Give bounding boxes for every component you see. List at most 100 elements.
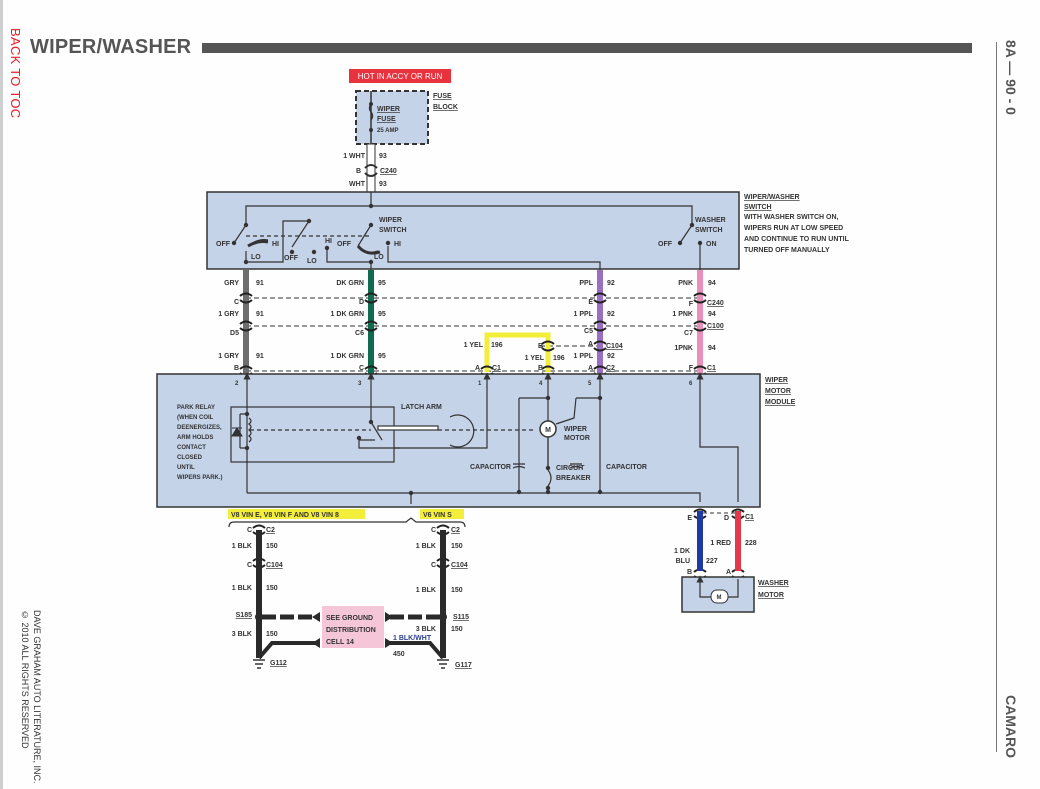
park-relay-note-2: (WHEN COIL [177, 415, 214, 421]
park-relay-note-4: ARM HOLDS [177, 435, 213, 441]
dkgrn-pin-c1: C [359, 365, 364, 372]
wm-pin-e: E [687, 515, 692, 522]
fuse-icon [368, 103, 374, 121]
pnk-upper-label: PNK [678, 280, 693, 287]
connector-terminal-icon [593, 292, 607, 304]
page-title: WIPER/WASHER [30, 36, 192, 58]
fuse-name-1: WIPER [377, 106, 400, 113]
gnd-right-conn-c104: C104 [451, 562, 468, 569]
callout-line-3: CELL 14 [326, 639, 354, 646]
fuse-block-label-2: BLOCK [433, 104, 458, 111]
dk-blu-wire [697, 511, 703, 571]
sw-off-2: OFF [284, 255, 299, 262]
park-relay-note-3: DEENERGIZES, [177, 425, 222, 431]
connector-terminal-icon [364, 320, 378, 332]
module-pin-6: 6 [689, 381, 693, 387]
switch-note-2: WIPERS RUN AT LOW SPEED [744, 225, 843, 232]
wiper-motor-module [156, 373, 761, 508]
module-title-2: MOTOR [765, 388, 791, 395]
callout-line-1: SEE GROUND [326, 615, 373, 622]
ppl-pin-c240: E [588, 299, 593, 306]
module-title-3: MODULE [765, 399, 796, 406]
title-rule-bar [202, 43, 972, 53]
connector-terminal-icon [693, 320, 707, 332]
gnd-right-pin-c2: C [431, 527, 436, 534]
yel-conn-c1: C1 [492, 365, 501, 372]
v6-label: V6 VIN S [423, 512, 452, 519]
ppl-pin-c100: C5 [584, 328, 593, 335]
gry-upper-label: GRY [224, 280, 239, 287]
blk-wire-right [440, 530, 446, 658]
gnd-left-circuit3: 150 [266, 631, 278, 638]
gnd-blk-wht-circuit: 450 [393, 651, 405, 658]
dkgrn-pin-c240: D [359, 299, 364, 306]
switch-title-1: WIPER/WASHER [744, 194, 800, 201]
dkgrn-pin-c100: C6 [355, 330, 364, 337]
connector-terminal-icon [541, 340, 555, 352]
ppl-circuit-3: 92 [607, 353, 615, 360]
ppl-mid-label: 1 PPL [574, 311, 594, 318]
gnd-right-wire2: 1 BLK [416, 587, 436, 594]
wiper-motor-label-1: WIPER [564, 426, 587, 433]
copyright-line-2: © 2010 ALL RIGHTS RESERVED [20, 610, 30, 749]
yel-right-label: 1 YEL [525, 355, 545, 362]
park-relay-note-7: UNTIL [177, 465, 195, 471]
pnk-mid-label: 1 PNK [672, 311, 693, 318]
gnd-left-wire1: 1 BLK [232, 543, 252, 550]
ppl-conn-c104: C104 [606, 343, 623, 350]
wm-red-circuit: 228 [745, 540, 757, 547]
sw-lo-2: LO [307, 258, 317, 265]
washer-switch-label-1: WASHER [695, 217, 726, 224]
hot-label: HOT IN ACCY OR RUN [358, 72, 443, 81]
pnk-pin-c100: C7 [684, 330, 693, 337]
fuse-block-label-1: FUSE [433, 93, 452, 100]
feed-lower-color: WHT [349, 181, 366, 188]
dkgrn-circuit-1: 95 [378, 280, 386, 287]
wm-red-label: 1 RED [710, 540, 731, 547]
module-pin-5: 5 [588, 381, 592, 387]
park-relay-note-1: PARK RELAY [177, 405, 215, 411]
back-to-toc-link[interactable]: BACK TO TOC [8, 28, 23, 119]
splice-s115 [439, 613, 447, 621]
pnk-pin-c240: F [689, 301, 694, 308]
capacitor-icons [512, 463, 583, 469]
connector-terminal-icon [239, 320, 253, 332]
feed-upper-circuit: 93 [379, 153, 387, 160]
pnk-conn-c1: C1 [707, 365, 716, 372]
ppl-pin-c104: A [588, 341, 593, 348]
gnd-left-circuit1: 150 [266, 543, 278, 550]
left-switch-arm [247, 240, 269, 248]
sw-off-1: OFF [216, 241, 231, 248]
gnd-g117: G117 [455, 662, 472, 669]
switch-contacts [233, 192, 701, 270]
wht-wire [366, 143, 376, 193]
washer-off: OFF [658, 241, 673, 248]
gnd-right-pin-c104: C [431, 562, 436, 569]
red-wire [735, 511, 741, 571]
connector-terminal-icon [593, 320, 607, 332]
gnd-left-circuit2: 150 [266, 585, 278, 592]
blk-wire-left [256, 530, 262, 658]
wiper-switch-label-2: SWITCH [379, 227, 407, 234]
gry-circuit-2: 91 [256, 311, 264, 318]
yel-left-label: 1 YEL [464, 342, 484, 349]
gnd-left-splice: S185 [236, 612, 252, 619]
sw-hi-3: HI [394, 241, 401, 248]
v6-highlight [420, 509, 464, 519]
gnd-left-wire3: 3 BLK [232, 631, 252, 638]
pnk-conn-c240: C240 [707, 300, 724, 307]
connector-lines [246, 297, 700, 372]
wm-pin-a: A [726, 569, 731, 576]
gnd-blk-wht-wire: 1 BLK/WHT [393, 635, 432, 642]
switch-note-1: WITH WASHER SWITCH ON, [744, 214, 839, 221]
module-pin-4: 4 [539, 381, 543, 387]
pnk-circuit-1: 94 [708, 280, 716, 287]
pnk-pin-c1: F [689, 365, 694, 372]
wm-pin-b: B [687, 569, 692, 576]
gnd-g112: G112 [270, 660, 287, 667]
yel-right-circuit: 196 [553, 355, 565, 362]
yel-pin-c2: B [538, 365, 543, 372]
sw-hi-1: HI [272, 241, 279, 248]
ground-callout[interactable] [322, 606, 384, 648]
